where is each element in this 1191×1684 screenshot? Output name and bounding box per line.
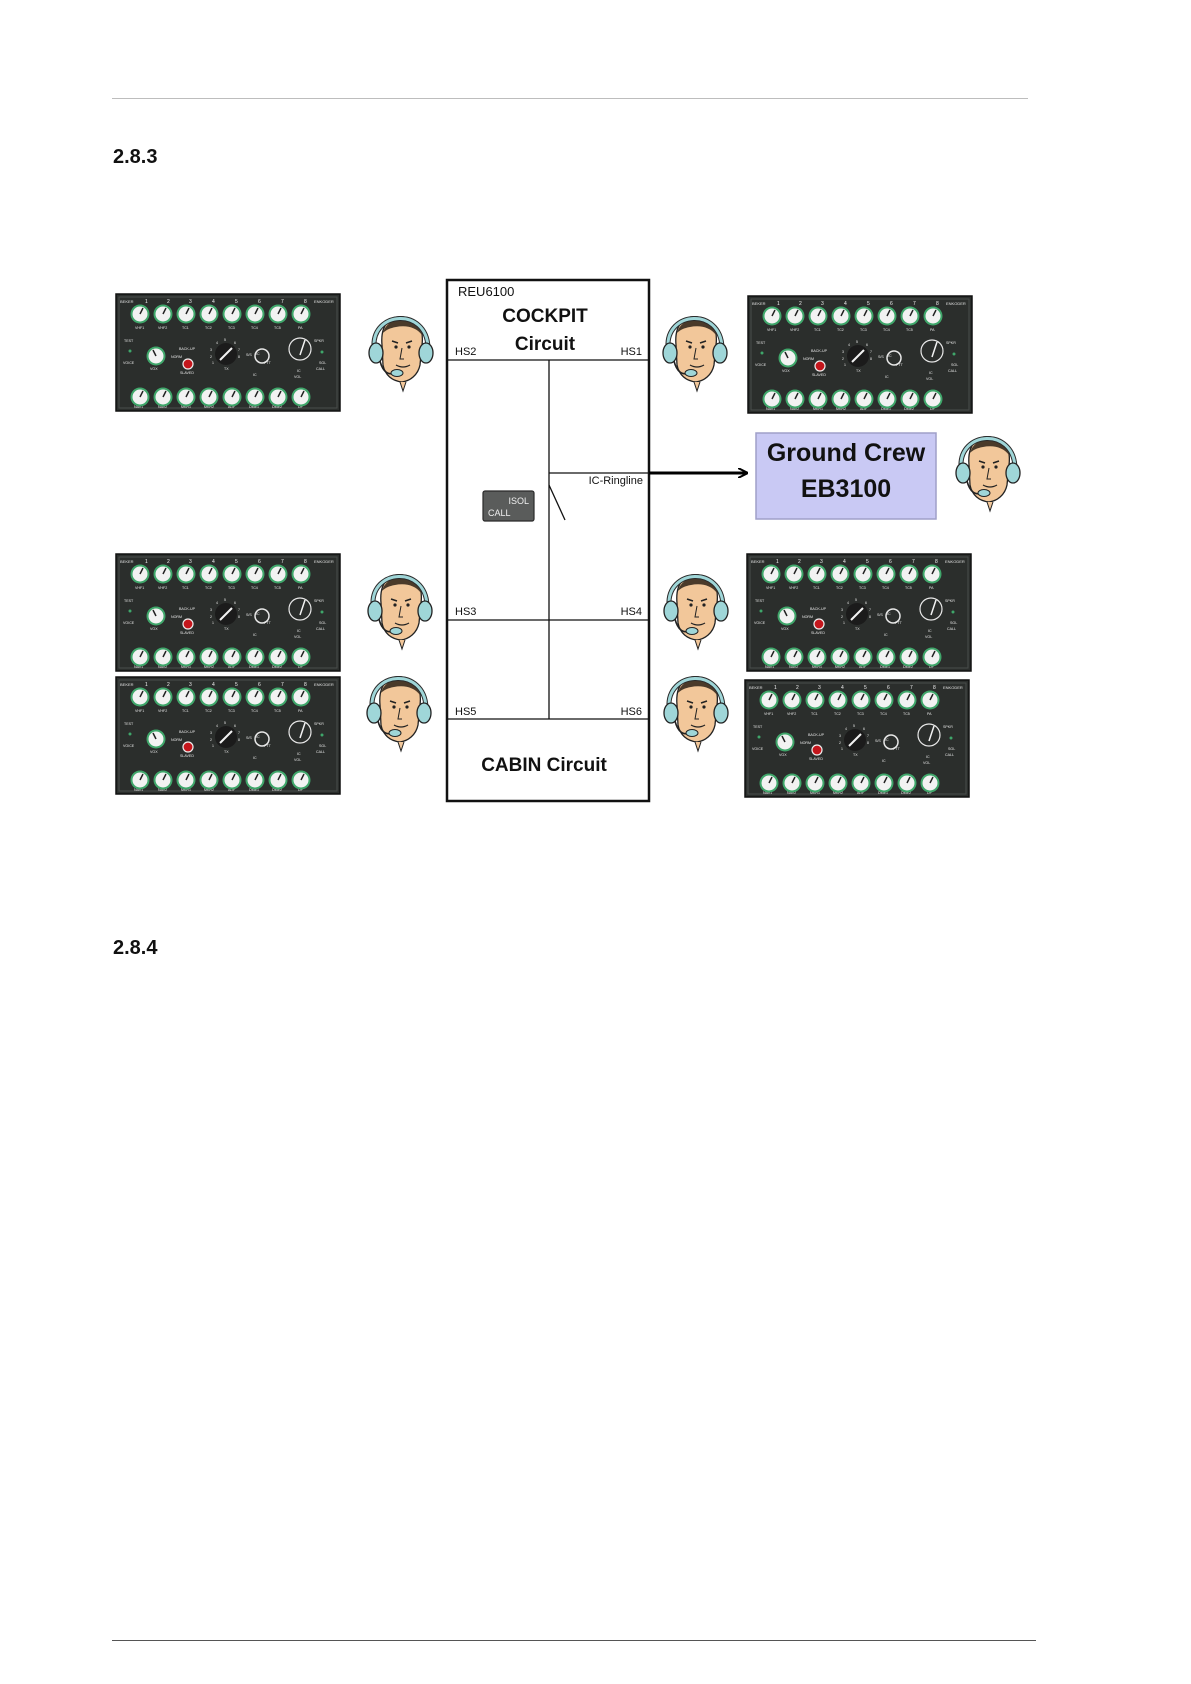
cockpit-circuit-label: COCKPIT: [502, 306, 588, 327]
isol-label: ISOL: [508, 496, 529, 506]
hs5-label: HS5: [455, 706, 476, 718]
section-heading-2-8-3: 2.8.3: [113, 146, 158, 168]
cabin-circuit-label: CABIN Circuit: [481, 755, 607, 776]
reu-label: REU6100: [458, 284, 514, 299]
hs3-label: HS3: [455, 606, 476, 618]
hs2-label: HS2: [455, 346, 476, 358]
isol-call-button: ISOL CALL: [482, 490, 535, 522]
audio-control-panel-left-2: [115, 553, 341, 672]
audio-control-panel-right-3: [744, 679, 970, 798]
audio-control-panel-left-1: [115, 293, 341, 412]
top-rule: [112, 98, 1028, 99]
reu6100-box: [445, 278, 651, 803]
ic-ringline-label: IC-Ringline: [589, 475, 643, 487]
audio-control-panel-right-2: [746, 553, 972, 672]
operator-headset-icon: [369, 317, 433, 391]
audio-control-panel-right-1: [747, 295, 973, 414]
operator-headset-icon: [367, 677, 431, 751]
operator-headset-icon: [663, 317, 727, 391]
section-heading-2-8-4: 2.8.4: [113, 937, 158, 959]
hs6-label: HS6: [621, 706, 642, 718]
eb3100-label: EB3100: [801, 475, 891, 503]
ground-crew-label: Ground Crew: [767, 439, 926, 467]
operator-headset-icon: [664, 677, 728, 751]
call-label: CALL: [488, 508, 511, 518]
operator-headset-icon: [956, 437, 1020, 511]
operator-headset-icon: [664, 575, 728, 649]
operator-headset-icon: [368, 575, 432, 649]
hs4-label: HS4: [621, 606, 642, 618]
ground-crew-box: Ground Crew EB3100: [755, 432, 937, 520]
bottom-rule: [112, 1640, 1036, 1641]
hs1-label: HS1: [621, 346, 642, 358]
audio-control-panel-left-3: [115, 676, 341, 795]
cockpit-circuit-label-line2: Circuit: [515, 334, 576, 355]
